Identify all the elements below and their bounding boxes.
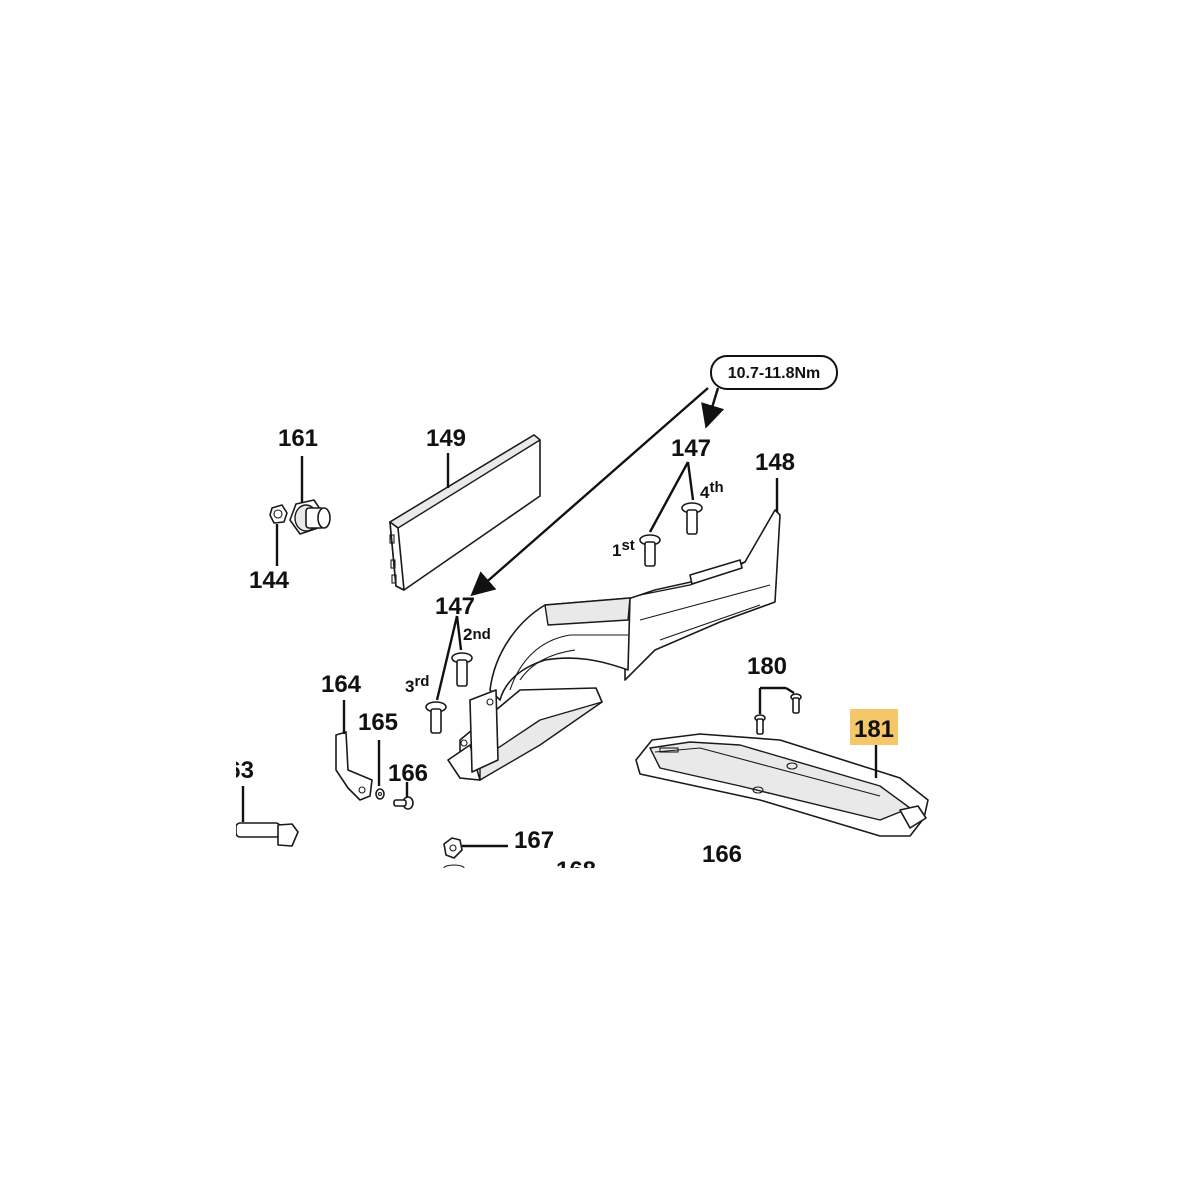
screw-180-a xyxy=(790,693,802,714)
screw-147-3rd xyxy=(425,701,447,734)
label-180: 180 xyxy=(747,653,787,680)
part-165-washer xyxy=(375,788,385,800)
label-167: 167 xyxy=(514,827,554,854)
torque-arrow-to-top-screws xyxy=(701,387,725,429)
torque-value: 10.7-11.8Nm xyxy=(728,365,821,382)
order-2nd: 2nd xyxy=(463,625,491,644)
screw-147-1st xyxy=(639,534,661,567)
label-166-bottom: 166 xyxy=(702,841,742,868)
part-164-bracket xyxy=(335,731,373,801)
label-144: 144 xyxy=(249,567,290,594)
label-181-highlight xyxy=(850,709,898,745)
part-149-plate xyxy=(389,434,541,591)
part-163-bolt xyxy=(236,822,299,847)
torque-callout: 10.7-11.8Nm xyxy=(470,355,838,597)
label-147-mid: 147 xyxy=(435,593,475,620)
label-163: 63 xyxy=(227,757,254,784)
label-166-left: 166 xyxy=(388,760,428,787)
label-164: 164 xyxy=(321,671,362,698)
leader-147-mid-b xyxy=(435,615,459,701)
part-144-nut xyxy=(269,504,288,524)
order-1st: 1st xyxy=(612,537,635,560)
part-167-nut xyxy=(443,837,463,859)
part-181-rail xyxy=(635,733,929,837)
leader-147-top-a xyxy=(686,461,695,501)
part-148-guard xyxy=(624,509,781,681)
order-3rd: 3rd xyxy=(405,673,429,696)
leader-147-mid-a xyxy=(455,615,463,651)
order-4th: 4th xyxy=(700,479,724,502)
torque-bubble xyxy=(710,355,838,390)
part-161-flange-nut xyxy=(289,499,331,535)
part-168-edge xyxy=(443,864,465,868)
label-149: 149 xyxy=(426,425,466,452)
screw-147-4th xyxy=(681,502,703,535)
screw-180-b xyxy=(754,714,766,735)
label-147-top: 147 xyxy=(671,435,711,462)
screw-147-2nd xyxy=(451,652,473,687)
part-base-rail xyxy=(447,687,603,781)
leader-180-a2 xyxy=(785,686,795,695)
part-166-screw xyxy=(393,796,414,810)
leader-147-top-b xyxy=(648,461,690,533)
torque-arrow-to-mid-screws xyxy=(470,387,709,597)
label-181: 181 xyxy=(854,716,894,743)
label-148: 148 xyxy=(755,449,795,476)
label-161: 161 xyxy=(278,425,318,452)
label-168: 168 xyxy=(556,857,596,884)
part-curved-guard xyxy=(489,597,631,701)
label-165: 165 xyxy=(358,709,398,736)
